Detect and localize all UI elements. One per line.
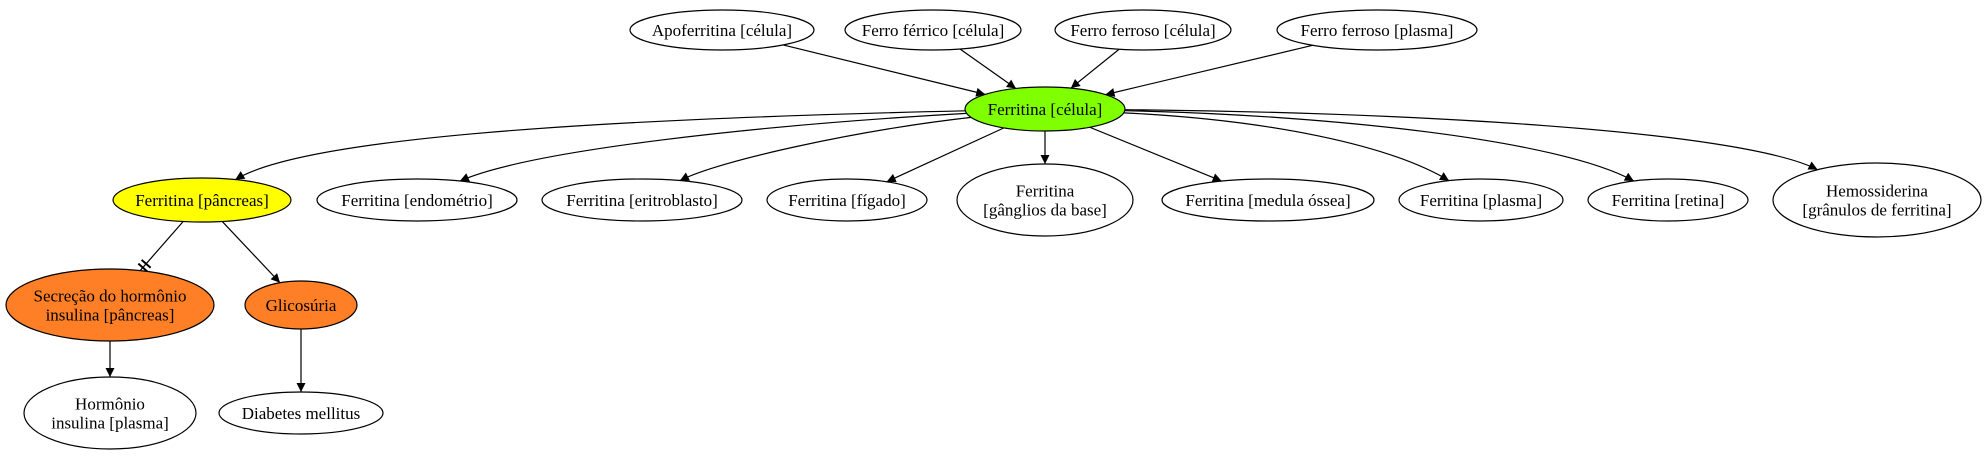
node-label-hemossiderina-0: Hemossiderina [1826, 182, 1928, 201]
node-ellipse-ferro-ferroso-plasma [1276, 9, 1478, 51]
node-label-ferritina-pancreas-0: Ferritina [pâncreas] [135, 191, 269, 210]
node-label-diabetes-mellitus-0: Diabetes mellitus [242, 404, 361, 423]
node-label-ferro-ferroso-celula-0: Ferro ferroso [célula] [1070, 21, 1215, 40]
node-ferritina-ganglios: Ferritina[gânglios da base] [956, 163, 1134, 237]
node-ferritina-figado: Ferritina [fígado] [766, 178, 928, 222]
node-ferritina-eritroblasto: Ferritina [eritroblasto] [541, 178, 743, 222]
edge-ferro-ferrico-to-ferritina-celula [959, 48, 1017, 89]
node-ellipse-apoferritina [629, 9, 815, 51]
node-ellipse-ferro-ferroso-celula [1054, 9, 1232, 51]
node-ellipse-ferro-ferrico [844, 9, 1022, 51]
edge-ferritina-celula-to-ferritina-pancreas [235, 110, 966, 181]
node-ferro-ferroso-plasma: Ferro ferroso [plasma] [1276, 9, 1478, 51]
node-ellipse-glicosuria [244, 280, 358, 330]
node-ellipse-ferritina-retina [1587, 178, 1749, 222]
node-apoferritina: Apoferritina [célula] [629, 9, 815, 51]
node-label-ferritina-ganglios-1: [gânglios da base] [983, 201, 1107, 220]
node-ellipse-ferritina-endometrio [316, 178, 518, 222]
node-ferritina-retina: Ferritina [retina] [1587, 178, 1749, 222]
node-ellipse-secrecao-insulina [5, 268, 215, 342]
node-label-ferritina-plasma-0: Ferritina [plasma] [1420, 191, 1542, 210]
node-label-secrecao-insulina-1: insulina [pâncreas] [46, 306, 175, 325]
node-label-secrecao-insulina-0: Secreção do hormônio [34, 287, 187, 306]
edge-ferritina-celula-to-ferritina-plasma [1123, 112, 1450, 182]
node-ellipse-ferritina-ganglios [956, 163, 1134, 237]
node-ellipse-ferritina-medula [1161, 178, 1375, 222]
node-ferritina-pancreas: Ferritina [pâncreas] [112, 177, 292, 223]
node-ferritina-endometrio: Ferritina [endométrio] [316, 178, 518, 222]
node-ferro-ferroso-celula: Ferro ferroso [célula] [1054, 9, 1232, 51]
inhibit-bar-2 [140, 259, 152, 269]
edge-ferritina-celula-to-ferritina-medula [1089, 126, 1222, 182]
edge-ferritina-celula-to-ferritina-endometrio [459, 112, 967, 182]
node-ferro-ferrico: Ferro férrico [célula] [844, 9, 1022, 51]
node-ellipse-ferritina-celula [964, 86, 1126, 132]
node-ellipse-diabetes-mellitus [218, 391, 384, 435]
node-ellipse-ferritina-figado [766, 178, 928, 222]
edge-apoferritina-to-ferritina-celula [782, 44, 986, 97]
node-ellipse-ferritina-plasma [1398, 178, 1564, 222]
node-ferritina-medula: Ferritina [medula óssea] [1161, 178, 1375, 222]
node-label-ferritina-ganglios-0: Ferritina [1016, 182, 1075, 201]
node-ellipse-ferritina-pancreas [112, 177, 292, 223]
edges-layer [105, 44, 1818, 392]
node-diabetes-mellitus: Diabetes mellitus [218, 391, 384, 435]
node-ferritina-plasma: Ferritina [plasma] [1398, 178, 1564, 222]
edge-ferro-ferroso-celula-to-ferritina-celula [1070, 48, 1120, 89]
node-label-ferritina-retina-0: Ferritina [retina] [1612, 191, 1725, 210]
node-label-ferro-ferroso-plasma-0: Ferro ferroso [plasma] [1301, 21, 1454, 40]
node-label-ferro-ferrico-0: Ferro férrico [célula] [862, 21, 1005, 40]
node-label-ferritina-medula-0: Ferritina [medula óssea] [1185, 191, 1350, 210]
node-ellipse-ferritina-eritroblasto [541, 178, 743, 222]
node-label-hormonio-insulina-plasma-1: insulina [plasma] [51, 414, 169, 433]
edge-ferro-ferroso-plasma-to-ferritina-celula [1105, 44, 1313, 97]
node-label-hemossiderina-1: [grânulos de ferritina] [1802, 201, 1951, 220]
inhibit-bar-1 [137, 262, 148, 273]
node-label-ferritina-eritroblasto-0: Ferritina [eritroblasto] [566, 191, 718, 210]
node-label-hormonio-insulina-plasma-0: Hormônio [75, 395, 145, 414]
node-hemossiderina: Hemossiderina[grânulos de ferritina] [1772, 162, 1982, 238]
edge-ferritina-celula-to-ferritina-figado [886, 127, 1005, 183]
node-label-ferritina-figado-0: Ferritina [fígado] [788, 191, 906, 210]
nodes-layer: Apoferritina [célula] Ferro férrico [célu… [5, 9, 1982, 450]
node-ellipse-hemossiderina [1772, 162, 1982, 238]
node-ellipse-hormonio-insulina-plasma [23, 376, 197, 450]
edge-ferritina-pancreas-to-secrecao-insulina [139, 221, 184, 271]
node-glicosuria: Glicosúria [244, 280, 358, 330]
edge-ferritina-celula-to-ferritina-eritroblasto [679, 116, 972, 182]
node-label-glicosuria-0: Glicosúria [266, 296, 337, 315]
node-label-ferritina-celula-0: Ferritina [célula] [988, 100, 1103, 119]
node-ferritina-celula: Ferritina [célula] [964, 86, 1126, 132]
edge-ferritina-celula-to-ferritina-retina [1124, 110, 1635, 182]
node-label-apoferritina-0: Apoferritina [célula] [652, 21, 792, 40]
edge-ferritina-celula-to-hemossiderina [1124, 109, 1818, 171]
node-label-ferritina-endometrio-0: Ferritina [endométrio] [341, 191, 493, 210]
edge-ferritina-pancreas-to-glicosuria [221, 221, 281, 284]
